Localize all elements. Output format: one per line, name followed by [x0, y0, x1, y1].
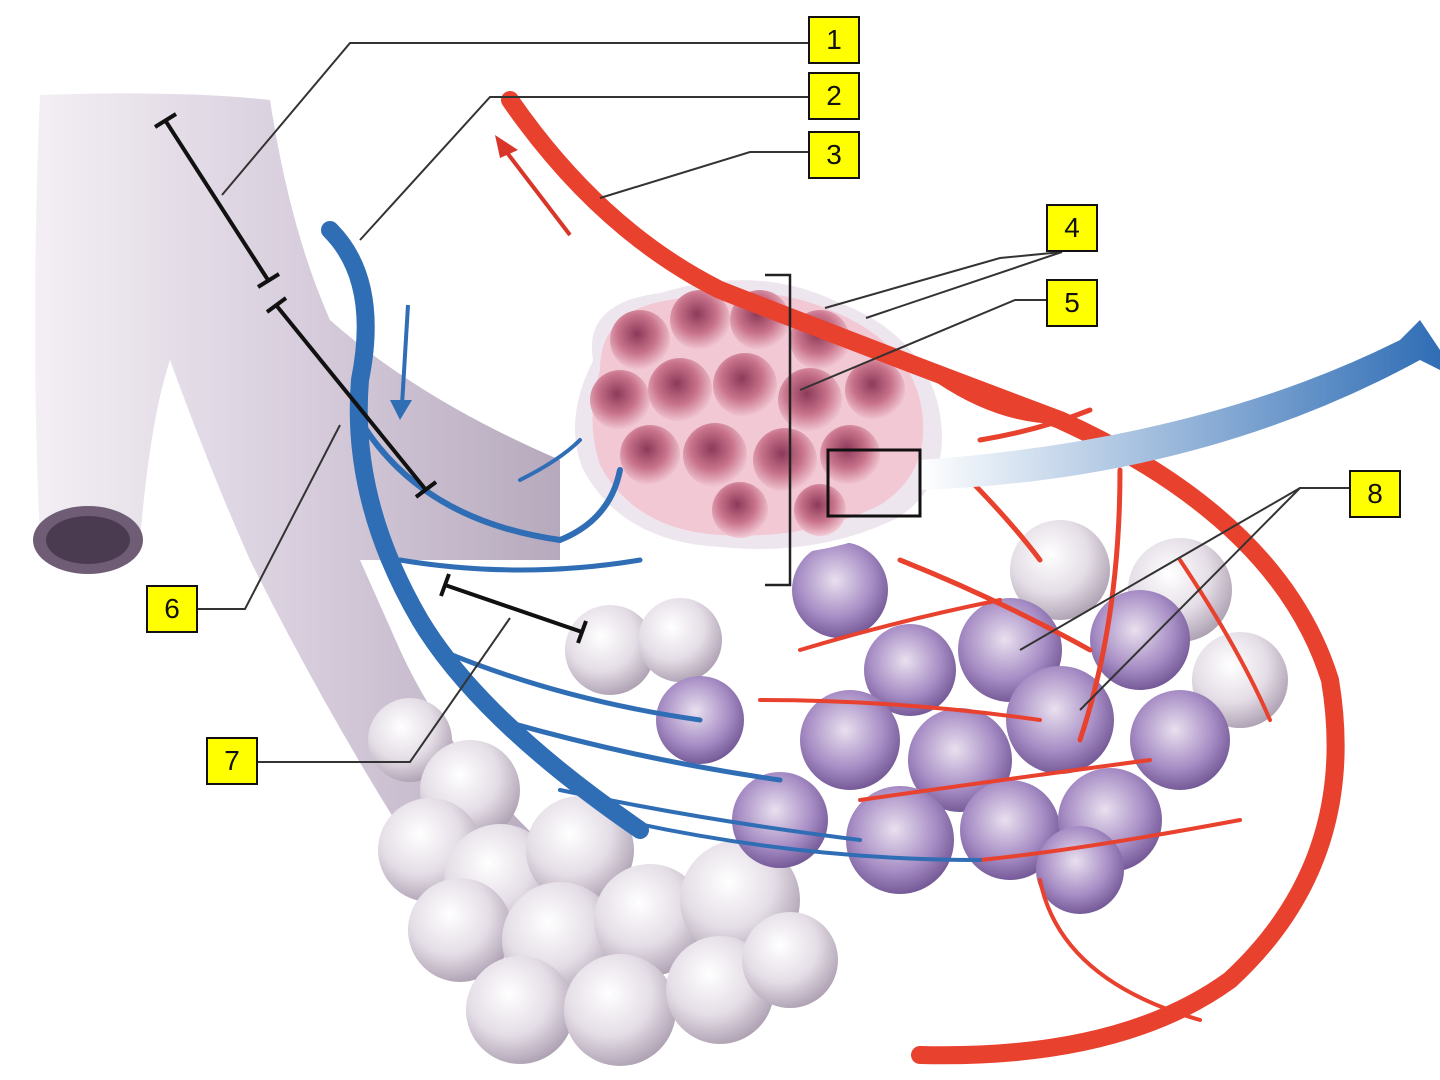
vein — [321, 221, 982, 862]
label-8: 8 — [1349, 470, 1401, 518]
zoom-callout-arrow — [920, 320, 1440, 490]
label-7: 7 — [206, 737, 258, 785]
flow-arrow-red — [495, 135, 572, 237]
capillary-covered-alveoli — [656, 542, 1230, 914]
flow-arrow-blue — [390, 304, 412, 420]
alveolar-sac-bracket — [765, 273, 792, 587]
cutaway-alveolar-sac — [569, 274, 948, 555]
alveolar-duct-bar — [439, 573, 588, 644]
artery — [501, 91, 1345, 1065]
label-5: 5 — [1046, 279, 1098, 327]
leader-7 — [258, 617, 511, 763]
label-1: 1 — [808, 16, 860, 64]
leader-4b — [865, 251, 1063, 319]
leader-3 — [599, 151, 808, 199]
label-6: 6 — [146, 585, 198, 633]
label-3: 3 — [808, 131, 860, 179]
zoom-box — [826, 448, 922, 518]
label-4: 4 — [1046, 204, 1098, 252]
respiratory-bronchiole-bar — [265, 296, 438, 499]
leader-5 — [799, 299, 1046, 391]
label-2: 2 — [808, 72, 860, 120]
leader-6 — [198, 424, 341, 610]
leader-1 — [221, 42, 808, 196]
leader-8b — [1079, 487, 1349, 711]
terminal-bronchiole-bar — [153, 112, 281, 289]
leader-2 — [359, 96, 808, 241]
alveolar-sac-cluster-grey — [368, 698, 838, 1066]
bronchiole-tube — [33, 93, 560, 861]
leader-lines — [198, 42, 1349, 763]
leader-4a — [824, 251, 1063, 309]
